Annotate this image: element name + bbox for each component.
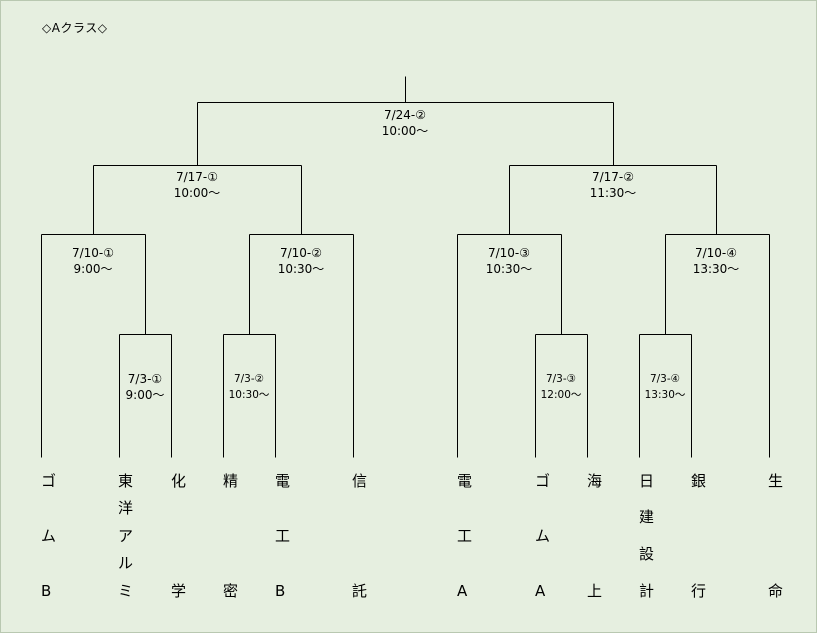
match-time: 10:00～	[173, 186, 221, 200]
match-quarterfinal-4: 7/10-④ 13:30～	[693, 245, 740, 277]
match-round1-3: 7/3-③ 12:00～	[541, 371, 582, 403]
match-date: 7/3-④	[649, 373, 681, 385]
team-char: A	[457, 582, 468, 600]
team-char: 電	[275, 472, 291, 490]
match-time: 10:30～	[228, 389, 270, 401]
team-char: 命	[768, 582, 784, 600]
team-char: B	[275, 582, 286, 600]
match-date: 7/3-②	[233, 373, 265, 385]
team-char: 銀	[691, 472, 707, 490]
match-date: 7/10-③	[487, 246, 531, 260]
team-char: 日	[639, 472, 655, 490]
match-date: 7/10-①	[71, 246, 115, 260]
team-char: B	[41, 582, 52, 600]
match-semifinal-left: 7/17-① 10:00～	[174, 169, 221, 201]
match-time: 13:30～	[692, 262, 740, 276]
team-char: 託	[352, 582, 368, 600]
match-date: 7/10-④	[694, 246, 738, 260]
team-char: ア	[118, 527, 134, 545]
match-semifinal-right: 7/17-② 11:30～	[590, 169, 637, 201]
team-char: 電	[457, 472, 473, 490]
match-time: 13:30～	[644, 389, 686, 401]
team-char: 東	[118, 472, 134, 490]
team-char: 設	[639, 545, 655, 563]
team-char: A	[535, 582, 546, 600]
match-date: 7/17-②	[591, 170, 635, 184]
match-date: 7/10-②	[279, 246, 323, 260]
match-round1-4: 7/3-④ 13:30～	[645, 371, 686, 403]
team-char: 建	[639, 508, 655, 526]
match-time: 11:30～	[589, 186, 637, 200]
team-char: 工	[457, 527, 473, 545]
match-time: 12:00～	[540, 389, 582, 401]
team-char: 工	[275, 527, 291, 545]
team-char: 計	[639, 582, 655, 600]
team-char: 海	[587, 472, 603, 490]
bracket-title: ◇Aクラス◇	[42, 21, 108, 35]
team-char: ミ	[118, 582, 134, 600]
team-char: 密	[223, 582, 239, 600]
team-char: ゴ	[41, 472, 57, 490]
match-time: 9:00～	[73, 262, 113, 276]
team-char: 学	[171, 582, 187, 600]
match-quarterfinal-1: 7/10-① 9:00～	[72, 245, 114, 277]
match-date: 7/17-①	[175, 170, 219, 184]
match-final: 7/24-② 10:00～	[382, 107, 429, 139]
team-char: 信	[352, 472, 368, 490]
team-char: 化	[171, 472, 187, 490]
match-time: 10:00～	[381, 124, 429, 138]
match-time: 10:30～	[485, 262, 533, 276]
team-char: 精	[223, 472, 239, 490]
match-round1-2: 7/3-② 10:30～	[229, 371, 270, 403]
match-time: 9:00～	[125, 388, 165, 402]
team-char: ム	[41, 527, 57, 545]
match-round1-1: 7/3-① 9:00～	[126, 371, 165, 403]
match-quarterfinal-2: 7/10-② 10:30～	[278, 245, 325, 277]
team-char: ゴ	[535, 472, 551, 490]
team-char: 上	[587, 582, 603, 600]
match-quarterfinal-3: 7/10-③ 10:30～	[486, 245, 533, 277]
match-date: 7/24-②	[383, 108, 427, 122]
team-char: ム	[535, 527, 551, 545]
team-char: 生	[768, 472, 784, 490]
match-date: 7/3-①	[127, 372, 163, 386]
team-char: 洋	[118, 499, 134, 517]
match-time: 10:30～	[277, 262, 325, 276]
team-char: ル	[118, 554, 134, 572]
match-date: 7/3-③	[545, 373, 577, 385]
team-char: 行	[691, 582, 707, 600]
